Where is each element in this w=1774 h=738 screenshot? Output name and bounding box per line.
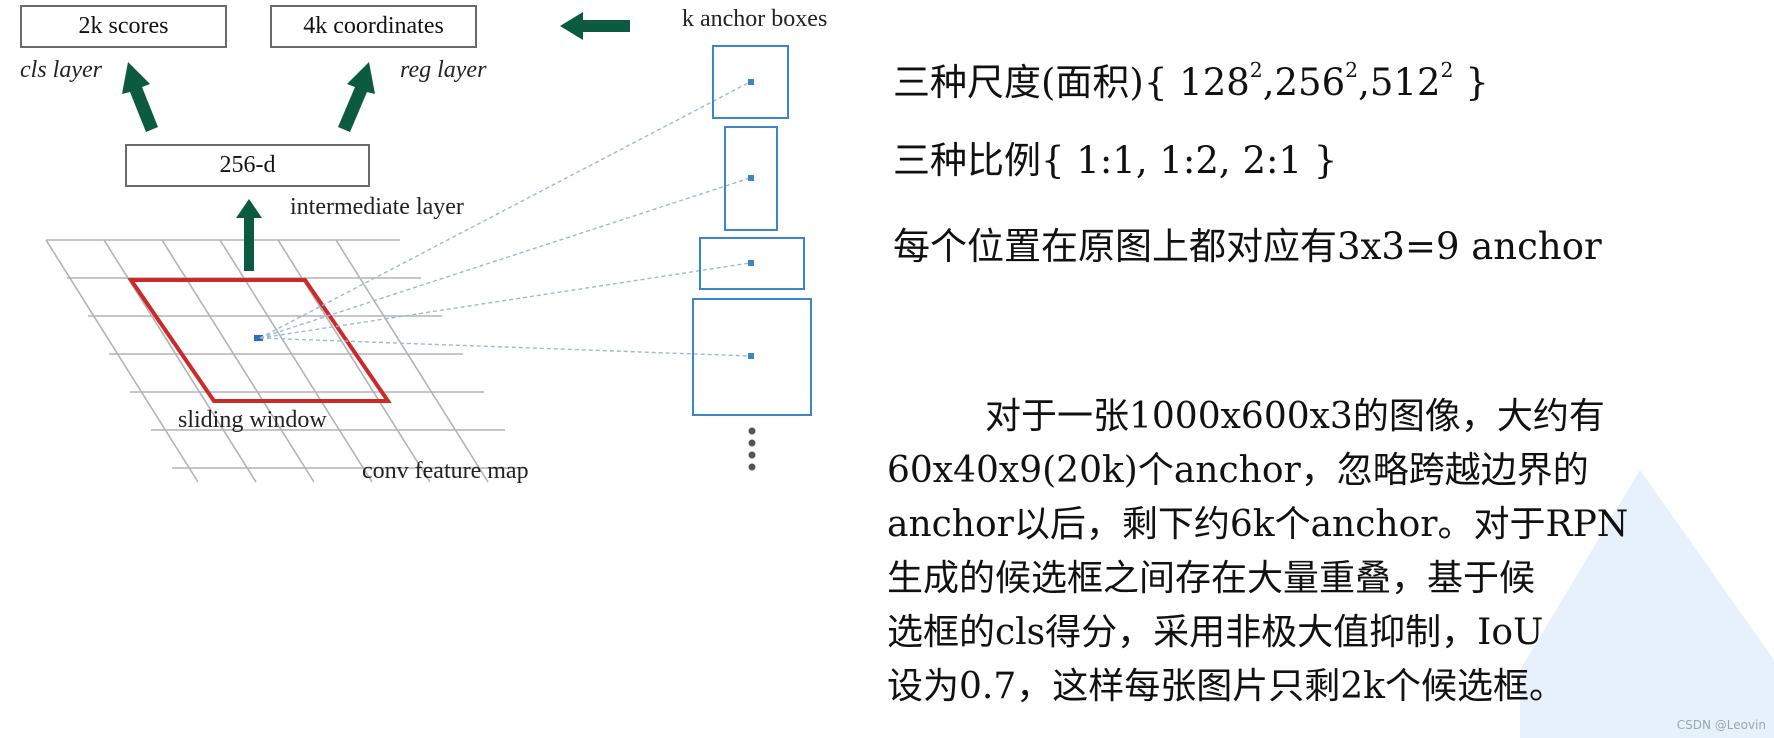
scales-prefix: 三种尺度(面积){ (893, 61, 1180, 104)
feature-map-label: conv feature map (362, 458, 529, 484)
scale-exp-1: 2 (1249, 57, 1263, 82)
feature-map-grid (45, 239, 526, 483)
paragraph-line-3: anchor以后，剩下约6k个anchor。对于RPN (887, 504, 1629, 545)
intermediate-box: 256-d (125, 144, 370, 187)
anchor-boxes-label: k anchor boxes (682, 6, 828, 32)
scores-box: 2k scores (20, 5, 227, 48)
arrow-up-left-icon (122, 62, 158, 132)
coordinates-box-label: 4k coordinates (303, 13, 444, 39)
arrow-up-icon (236, 199, 262, 271)
ratios-line: 三种比例{ 1:1, 1:2, 2:1 } (893, 139, 1338, 182)
scale-value-2: 256 (1274, 61, 1346, 104)
reg-layer-label: reg layer (400, 57, 487, 83)
paragraph-line-5: 选框的cls得分，采用非极大值抑制，IoU (887, 612, 1544, 653)
arrows (122, 12, 630, 271)
positions-line: 每个位置在原图上都对应有3x3=9 anchor (893, 225, 1602, 268)
arrow-left-icon (560, 12, 630, 40)
paragraph-line-6: 设为0.7，这样每张图片只剩2k个候选框。 (887, 666, 1565, 707)
anchor-boxes (692, 45, 812, 416)
rpn-diagram: 2k scores 4k coordinates cls layer reg l… (0, 0, 860, 738)
intermediate-box-label: 256-d (219, 152, 276, 178)
scales-line: 三种尺度(面积){ 1282,2562,5122 } (893, 57, 1489, 104)
more-anchors-ellipsis (748, 427, 756, 471)
paragraph-line-2: 60x40x9(20k)个anchor，忽略跨越边界的 (887, 450, 1589, 491)
sliding-window-box (127, 278, 392, 403)
paragraph-line-1: 对于一张1000x600x3的图像，大约有 (985, 396, 1605, 437)
intermediate-layer-label: intermediate layer (290, 194, 464, 220)
projection-lines (259, 81, 751, 357)
arrow-up-right-icon (338, 62, 375, 132)
paragraph-line-4: 生成的候选框之间存在大量重叠，基于候 (887, 558, 1536, 599)
sliding-window-label: sliding window (178, 407, 327, 433)
scale-value-1: 128 (1179, 61, 1250, 104)
watermark-text: CSDN @Leovin (1676, 718, 1766, 732)
scales-suffix: } (1453, 61, 1489, 104)
description-paragraph: 对于一张1000x600x3的图像，大约有 60x40x9(20k)个ancho… (887, 390, 1767, 714)
rpn-diagram-graphics (45, 12, 812, 483)
scores-box-label: 2k scores (78, 13, 169, 39)
sliding-window-center (254, 335, 263, 341)
anchor-centers (748, 79, 754, 359)
coordinates-box: 4k coordinates (270, 5, 477, 48)
scale-exp-3: 2 (1440, 57, 1454, 82)
scale-value-3: 512 (1369, 61, 1441, 104)
scale-exp-2: 2 (1345, 57, 1359, 82)
cls-layer-label: cls layer (20, 57, 102, 83)
watermark-shape (1520, 470, 1774, 738)
